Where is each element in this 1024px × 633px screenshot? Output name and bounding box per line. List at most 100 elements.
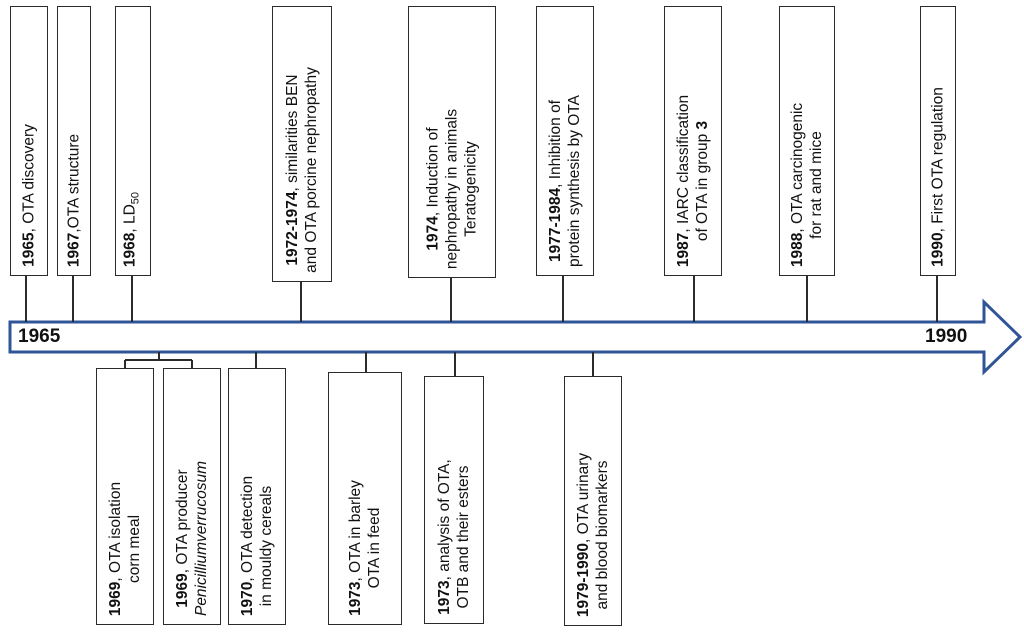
event-bold-tail: 3 (694, 120, 711, 130)
event-line: 1973, analysis of OTA, (435, 459, 454, 615)
event-year: 1967 (65, 232, 83, 268)
event-year: 1987 (675, 232, 692, 268)
event-line: OTA in feed (365, 480, 384, 616)
axis-end-label: 1990 (925, 326, 968, 347)
event-line: protein synthesis by OTA (565, 95, 584, 267)
event-description: , OTA in barley (347, 480, 364, 582)
connector-1969-stem (158, 352, 160, 360)
event-description: , OTA discovery (20, 124, 38, 233)
event-box-above-2: 1968, LD50 (115, 6, 151, 276)
event-year: 1974 (424, 216, 442, 251)
event-year: 1990 (929, 232, 947, 267)
event-description: , OTA urinary (575, 452, 592, 544)
event-description: , Inhibition of (547, 99, 564, 188)
event-line: 1972-1974, similarities BEN (283, 67, 302, 273)
event-description: nephropathy in animals (443, 108, 461, 270)
event-line: 1979-1990, OTA urinary (574, 453, 593, 617)
axis-start-label: 1965 (18, 326, 61, 347)
event-subscript: 50 (129, 191, 142, 205)
event-box-below-4: 1973, analysis of OTA,OTB and their este… (424, 376, 484, 624)
connector-above-6 (693, 276, 695, 322)
event-species: Penicilliumverrucosum (192, 461, 211, 616)
event-year: 1979-1990 (575, 543, 592, 618)
event-line: 1988, OTA carcinogenic (788, 103, 807, 267)
event-year: 1973 (347, 581, 364, 616)
event-description: ,OTA structure (65, 133, 83, 233)
event-line: 1968, LD50 (120, 192, 145, 267)
event-line: of OTA in group 3 (693, 95, 712, 267)
event-description: , OTA carcinogenic (789, 102, 806, 233)
event-year: 1988 (789, 232, 806, 268)
event-box-above-8: 1990, First OTA regulation (920, 6, 956, 276)
event-text: 1990, First OTA regulation (929, 87, 948, 267)
event-line: Teratogenicity (462, 109, 481, 269)
connector-below-5 (592, 352, 594, 376)
event-line: 1977-1984, Inhibition of (546, 95, 565, 267)
connector-above-0 (25, 276, 27, 322)
event-description: for rat and mice (808, 131, 825, 239)
event-description: of OTA in group (694, 129, 711, 242)
event-species-name: Penicilliumverrucosum (193, 460, 210, 617)
event-description: , Induction of (424, 127, 442, 217)
connector-1969-bracket (125, 359, 192, 361)
event-year: 1968 (121, 232, 139, 268)
event-description: protein synthesis by OTA (566, 94, 583, 268)
event-line: 1969, OTA isolation (106, 482, 125, 616)
event-line: 1969, OTA producer (173, 461, 192, 616)
event-line: and blood biomarkers (593, 453, 612, 617)
connector-above-5 (562, 276, 564, 322)
event-year: 1977-1984 (547, 187, 564, 263)
event-line: nephropathy in animals (443, 109, 462, 269)
event-description: in mouldy cereals (258, 485, 275, 607)
connector-above-2 (131, 276, 133, 322)
event-line: 1974, Induction of (424, 109, 443, 269)
event-line: 1967,OTA structure (65, 134, 84, 267)
event-description: Teratogenicity (462, 141, 480, 237)
event-line: 1990, First OTA regulation (929, 87, 948, 267)
event-text: 1967,OTA structure (65, 134, 84, 267)
event-description: , OTA producer (174, 469, 191, 574)
event-line: in mouldy cereals (257, 476, 276, 616)
event-description: OTA in feed (366, 507, 383, 589)
event-line: OTB and their esters (454, 459, 473, 615)
connector-above-3 (300, 282, 302, 322)
event-text: 1968, LD50 (120, 192, 145, 267)
timeline-arrow-shape (8, 298, 1023, 376)
event-year: 1969 (174, 573, 191, 608)
event-text: 1965, OTA discovery (20, 124, 39, 267)
connector-above-8 (936, 276, 938, 322)
connector-above-4 (450, 278, 452, 322)
event-description: corn meal (126, 514, 143, 584)
event-description: and blood biomarkers (594, 460, 611, 610)
event-line: corn meal (125, 482, 144, 616)
connector-below-3 (365, 352, 367, 372)
event-line: 1987, IARC classification (674, 95, 693, 267)
connector-below-2 (255, 352, 257, 368)
event-description: , LD (121, 204, 139, 233)
event-description: and OTA porcine nephropathy (303, 67, 320, 273)
event-description: , OTA isolation (107, 481, 124, 582)
event-year: 1972-1974 (284, 191, 301, 266)
connector-below-4 (454, 352, 456, 376)
event-box-above-1: 1967,OTA structure (57, 6, 91, 276)
event-description: , First OTA regulation (929, 87, 947, 233)
